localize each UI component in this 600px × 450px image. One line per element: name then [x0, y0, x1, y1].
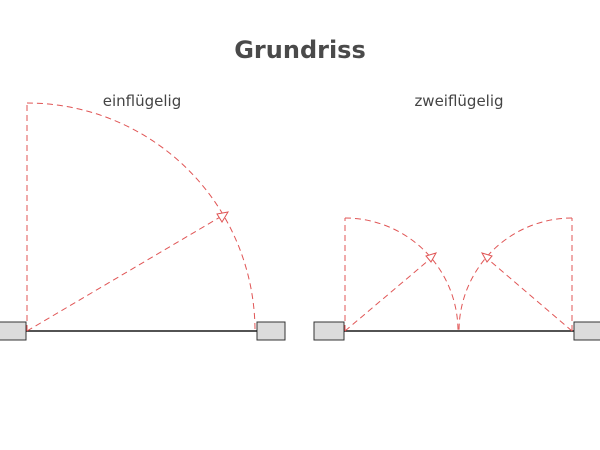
double-door-label: zweiflügelig [414, 92, 504, 110]
diagram-title: Grundriss [234, 36, 366, 64]
swing-arc-right [458, 217, 573, 332]
right-wall-stub [573, 321, 600, 341]
opening-arrow-icon [216, 211, 229, 223]
left-wall-stub [313, 321, 345, 341]
single-door-label: einflügelig [102, 92, 182, 110]
swing-arc [26, 102, 256, 332]
opening-direction-line-left [344, 253, 437, 332]
opening-arrow-left-icon [425, 252, 438, 263]
left-wall-stub [0, 321, 27, 341]
single-door-drawing [0, 102, 286, 341]
swing-arc-left [344, 217, 459, 332]
opening-arrow-right-icon [480, 252, 493, 263]
double-door-drawing [313, 217, 600, 341]
right-wall-stub [256, 321, 286, 341]
opening-direction-line-right [481, 253, 573, 332]
opening-direction-line [26, 212, 228, 332]
